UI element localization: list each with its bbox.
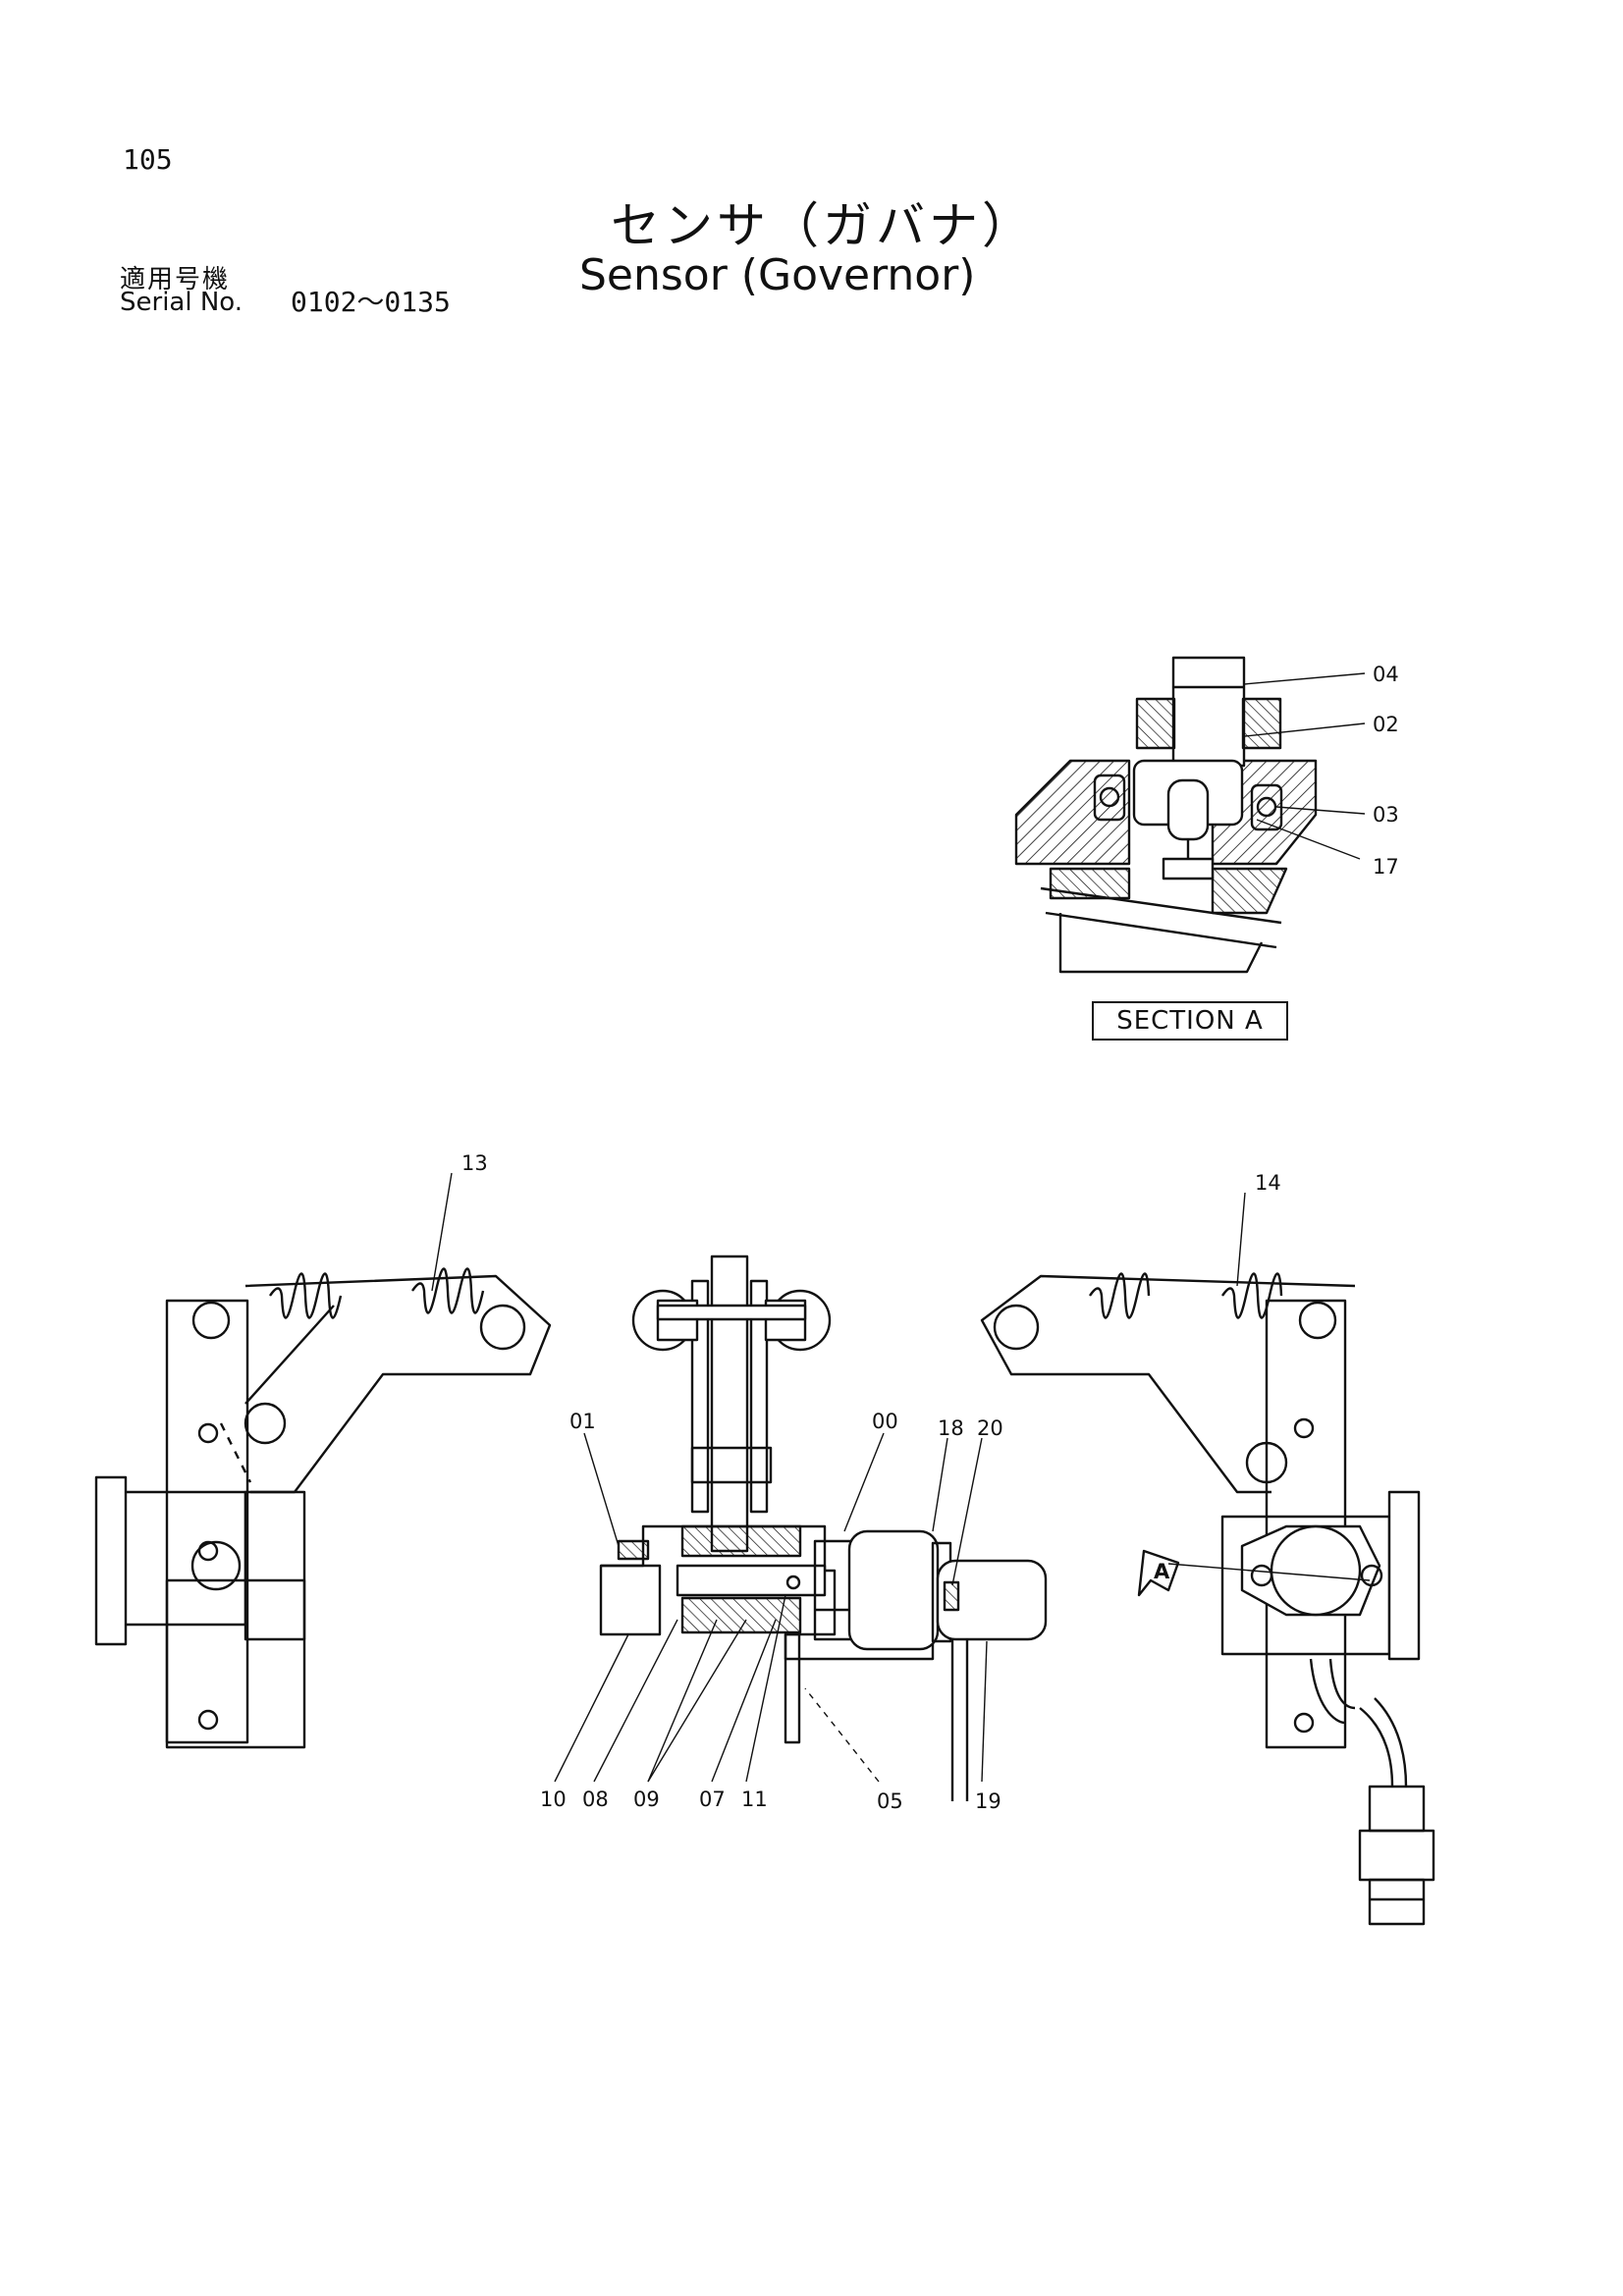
callout-14: 14	[1255, 1171, 1281, 1195]
callout-19: 19	[975, 1789, 1001, 1813]
callout-08: 08	[582, 1788, 609, 1811]
callout-18: 18	[938, 1416, 964, 1440]
title-english: Sensor (Governor)	[579, 250, 976, 300]
callout-07: 07	[699, 1788, 726, 1811]
center-section-view	[599, 1255, 1048, 1801]
callout-10: 10	[540, 1788, 567, 1811]
leader-lines	[431, 672, 1371, 1783]
right-side-view	[980, 1272, 1435, 1926]
callout-00: 00	[872, 1410, 898, 1433]
section-arrow-letter: A	[1154, 1560, 1170, 1583]
title-japanese: センサ（ガバナ）	[611, 197, 1035, 254]
callout-09: 09	[633, 1788, 660, 1811]
callout-17: 17	[1373, 855, 1399, 879]
callout-02: 02	[1373, 713, 1399, 736]
callout-11: 11	[741, 1788, 768, 1811]
section-a-drawing	[1014, 656, 1318, 974]
callout-01: 01	[569, 1410, 596, 1433]
left-side-view	[94, 1267, 552, 1749]
callout-04: 04	[1373, 663, 1399, 686]
callout-03: 03	[1373, 803, 1399, 827]
section-a-caption: SECTION A	[1092, 1001, 1288, 1041]
callout-05: 05	[877, 1789, 903, 1813]
serial-label-japanese: 適用号機	[120, 265, 231, 294]
page-number: 105	[123, 143, 173, 176]
callout-13: 13	[461, 1151, 488, 1175]
serial-label-english: Serial No.	[120, 288, 243, 317]
serial-number-range: 0102～0135	[291, 286, 451, 318]
callout-20: 20	[977, 1416, 1003, 1440]
